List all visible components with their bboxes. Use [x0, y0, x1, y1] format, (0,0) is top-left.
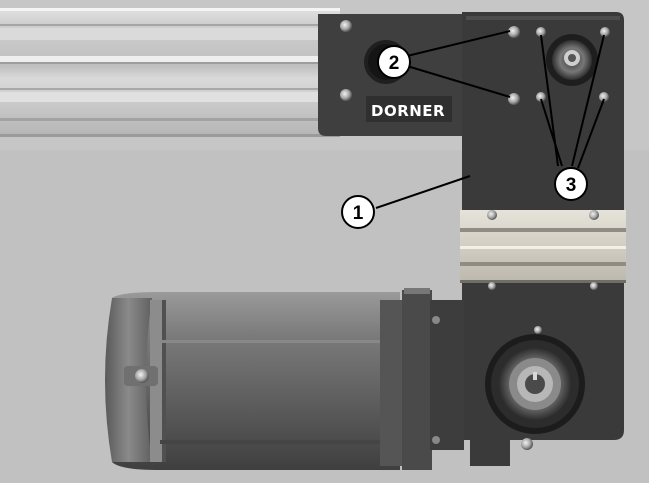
- screw-icon: [508, 26, 520, 38]
- callout-2: 2: [377, 45, 411, 79]
- screw-icon: [340, 20, 352, 32]
- leader-line-2b: [406, 65, 511, 98]
- conveyor-rail: [0, 8, 340, 137]
- tension-bracket: [460, 210, 626, 290]
- leader-line-3b: [540, 98, 563, 167]
- screw-icon: [432, 436, 440, 444]
- screw-icon: [534, 326, 542, 334]
- screw-icon: [340, 89, 352, 101]
- screw-icon: [600, 27, 610, 37]
- leader-lines: [375, 30, 605, 209]
- leader-line-3d: [577, 98, 605, 169]
- screw-icon: [536, 92, 546, 102]
- callout-label: 3: [566, 175, 577, 196]
- screw-icon: [521, 438, 533, 450]
- screw-icon: [488, 282, 496, 290]
- screws: [340, 20, 610, 105]
- callout-1: 1: [341, 195, 375, 229]
- screw-icon: [432, 316, 440, 324]
- screw-icon: [135, 369, 149, 383]
- callout-label: 1: [353, 203, 364, 224]
- callout-label: 2: [389, 53, 400, 74]
- gear-motor: [105, 288, 464, 470]
- leader-line-3c: [571, 34, 605, 167]
- leader-line-1: [375, 175, 471, 209]
- screw-icon: [590, 282, 598, 290]
- screw-icon: [599, 92, 609, 102]
- leader-line-2a: [406, 30, 511, 57]
- logo-text: DORNER: [371, 102, 445, 120]
- logo: DORNER: [366, 96, 452, 122]
- screw-icon: [536, 27, 546, 37]
- top-coupling: [546, 34, 598, 86]
- drive-pulley: [485, 326, 585, 450]
- callout-3: 3: [554, 167, 588, 201]
- screw-icon: [589, 210, 599, 220]
- screw-icon: [487, 210, 497, 220]
- screw-icon: [508, 93, 520, 105]
